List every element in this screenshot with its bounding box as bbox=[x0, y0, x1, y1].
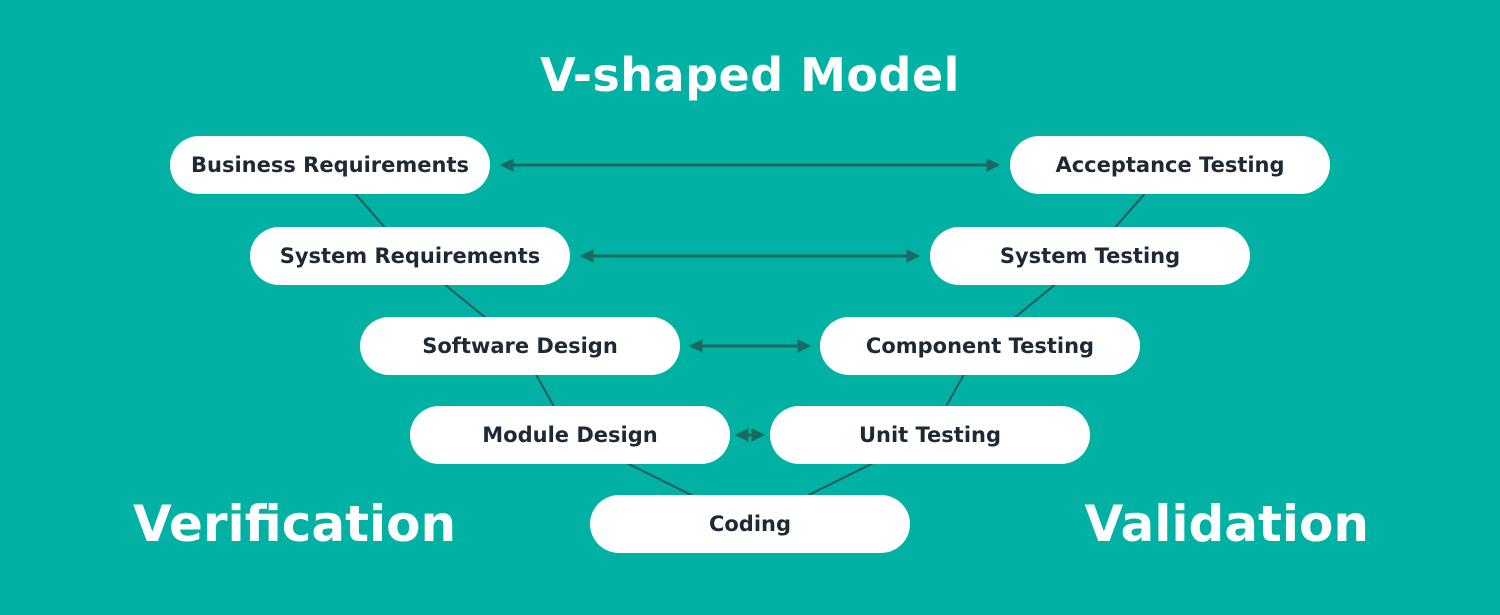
node-unit-testing: Unit Testing bbox=[770, 406, 1090, 464]
page-title: V-shaped Model bbox=[540, 48, 960, 102]
node-label: Unit Testing bbox=[858, 423, 1002, 447]
node-label: Software Design bbox=[422, 334, 618, 358]
node-system-testing: System Testing bbox=[930, 227, 1250, 285]
node-label: Module Design bbox=[482, 423, 658, 447]
node-software-design: Software Design bbox=[360, 317, 680, 375]
node-label: Coding bbox=[708, 512, 792, 536]
verification-label: Verification bbox=[133, 495, 457, 553]
node-label: Business Requirements bbox=[191, 153, 469, 177]
node-label: Component Testing bbox=[865, 334, 1095, 358]
node-label: System Requirements bbox=[279, 244, 541, 268]
node-acceptance-testing: Acceptance Testing bbox=[1010, 136, 1330, 194]
validation-label: Validation bbox=[1084, 495, 1370, 553]
node-module-design: Module Design bbox=[410, 406, 730, 464]
node-label: Acceptance Testing bbox=[1055, 153, 1285, 177]
node-coding: Coding bbox=[590, 495, 910, 553]
node-component-testing: Component Testing bbox=[820, 317, 1140, 375]
node-system-requirements: System Requirements bbox=[250, 227, 570, 285]
node-business-requirements: Business Requirements bbox=[170, 136, 490, 194]
node-label: System Testing bbox=[999, 244, 1181, 268]
